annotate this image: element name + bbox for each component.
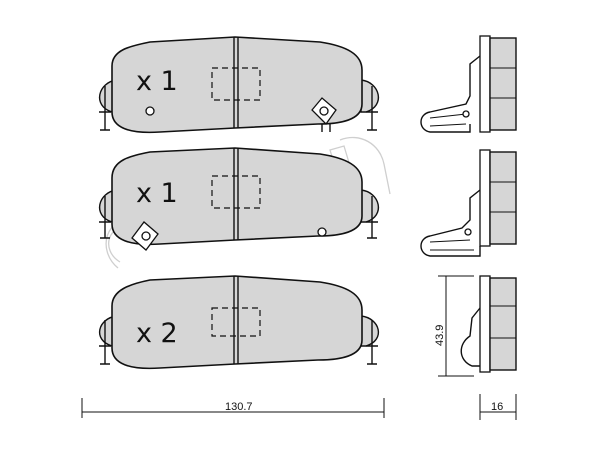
pad-2-quantity: x 1 bbox=[136, 178, 178, 209]
side-view-2 bbox=[420, 149, 517, 257]
wear-sensor-clip-2 bbox=[131, 221, 159, 251]
width-dimension-label: 130.7 bbox=[225, 401, 253, 413]
height-dimension: 43.9 bbox=[434, 275, 474, 377]
brake-pad-1: x 1 bbox=[98, 36, 380, 134]
pad-1-body bbox=[111, 36, 363, 134]
thickness-dimension-label: 16 bbox=[491, 401, 503, 413]
wear-sensor-clip-1 bbox=[311, 97, 337, 132]
width-dimension: 130.7 bbox=[81, 398, 385, 418]
side-view-1 bbox=[420, 35, 517, 133]
brake-pad-2: x 1 bbox=[98, 147, 380, 251]
height-dimension-label: 43.9 bbox=[434, 325, 446, 346]
pad-3-body bbox=[111, 275, 363, 370]
side-view-3 bbox=[460, 275, 517, 373]
pad-3-quantity: x 2 bbox=[136, 318, 178, 349]
thickness-dimension: 16 bbox=[479, 394, 517, 420]
pad-1-quantity: x 1 bbox=[136, 66, 178, 97]
brake-pad-3: x 2 bbox=[99, 275, 379, 370]
pad-2-body bbox=[111, 147, 363, 246]
